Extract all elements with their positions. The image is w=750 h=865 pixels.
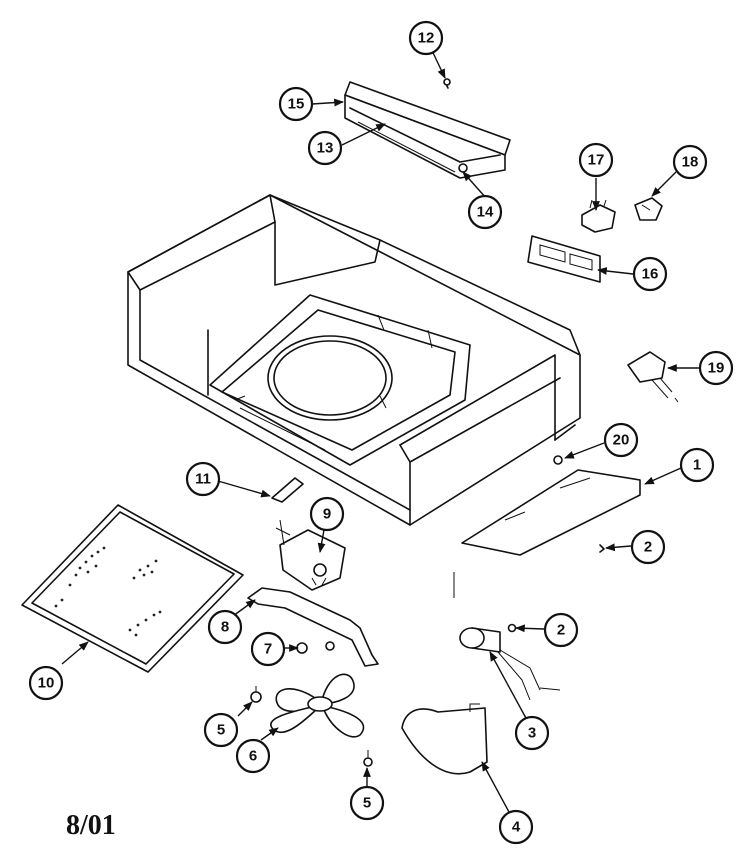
svg-text:2: 2 (644, 539, 652, 556)
svg-text:20: 20 (613, 432, 630, 449)
callout-15: 15 (278, 86, 314, 122)
bracket-11 (271, 477, 304, 503)
svg-text:15: 15 (288, 96, 305, 113)
grease-filter-10 (21, 504, 244, 673)
svg-text:7: 7 (264, 641, 272, 658)
fan-blade-6 (270, 673, 365, 738)
svg-text:5: 5 (217, 722, 225, 739)
callout-11: 11 (185, 461, 221, 497)
callout-18: 18 (672, 144, 708, 180)
svg-text:17: 17 (588, 152, 605, 169)
callout-19: 19 (698, 350, 734, 386)
light-lens-4 (401, 703, 488, 775)
damper-housing (344, 78, 511, 179)
front-panel-1 (461, 469, 641, 556)
light-socket-3 (459, 623, 561, 701)
hood-body (127, 194, 581, 526)
svg-text:3: 3 (528, 725, 536, 742)
callout-3: 3 (514, 715, 550, 751)
svg-text:14: 14 (477, 204, 494, 221)
callout-2-panel: 2 (630, 529, 666, 565)
nut-7 (296, 641, 335, 654)
svg-text:2: 2 (557, 622, 565, 639)
motor-bracket-8 (247, 587, 379, 667)
callout-9: 9 (309, 496, 345, 532)
callout-7: 7 (250, 631, 286, 667)
date-code: 8/01 (66, 810, 116, 841)
callout-17: 17 (578, 142, 614, 178)
callout-14: 14 (467, 194, 503, 230)
callout-2-socket: 2 (543, 612, 579, 648)
callout-16: 16 (632, 256, 668, 292)
leader-lines (61, 39, 699, 813)
svg-text:11: 11 (195, 471, 211, 488)
callout-20: 20 (603, 422, 639, 458)
callout-12: 12 (408, 20, 444, 56)
clip-2-upper (599, 544, 605, 553)
switch-17 (581, 199, 616, 233)
svg-text:5: 5 (363, 795, 371, 812)
callout-1: 1 (679, 447, 715, 483)
svg-text:8: 8 (221, 619, 229, 636)
svg-text:4: 4 (512, 819, 521, 836)
screw-20 (553, 455, 563, 465)
svg-text:12: 12 (418, 30, 435, 47)
control-panel-16 (527, 235, 601, 283)
svg-text:9: 9 (323, 506, 331, 523)
callout-13: 13 (307, 130, 343, 166)
switch-18 (634, 197, 663, 221)
motor-9 (275, 519, 346, 591)
svg-text:18: 18 (682, 154, 699, 171)
nut-5-upper (250, 686, 262, 703)
svg-text:13: 13 (317, 140, 334, 157)
callout-6: 6 (235, 738, 271, 774)
svg-text:1: 1 (693, 457, 701, 474)
svg-text:6: 6 (249, 748, 257, 765)
callout-8: 8 (207, 609, 243, 645)
svg-text:19: 19 (708, 360, 725, 377)
callout-10: 10 (28, 665, 64, 701)
terminal-block-19 (627, 351, 679, 403)
screw-5-lower (363, 750, 373, 767)
callout-5-upper: 5 (203, 712, 239, 748)
callout-4: 4 (498, 809, 534, 845)
svg-text:16: 16 (642, 266, 659, 283)
callout-5-lower: 5 (349, 785, 385, 821)
svg-text:10: 10 (38, 675, 55, 692)
